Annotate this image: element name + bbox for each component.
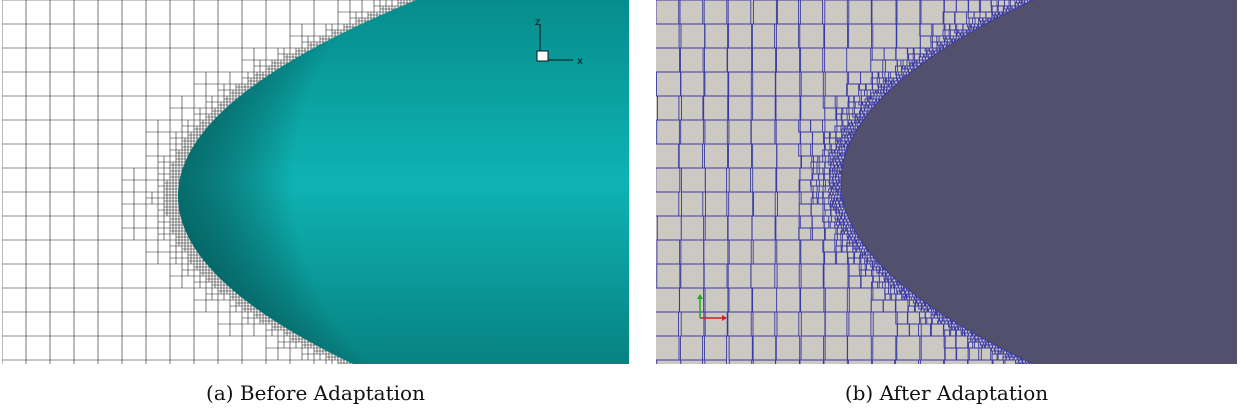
axis-origin-box [536,50,549,62]
mesh-plot-before: z x [2,0,629,364]
caption-after-adaptation: (b) After Adaptation [844,381,1049,405]
mesh-panel-after [656,0,1237,364]
caption-before-adaptation: (a) Before Adaptation [206,381,425,405]
y-axis-arrowhead [697,294,703,299]
orientation-axes-widget [697,294,727,321]
axis-label-z: z [535,17,540,28]
orientation-axes-widget: z x [535,17,583,67]
x-axis-arrowhead [722,315,727,321]
mesh-panel-before: z x [2,0,629,364]
body-surface-after [840,0,1237,364]
axis-label-x: x [577,56,583,67]
mesh-plot-after [656,0,1237,364]
body-edge-shading [178,0,629,364]
